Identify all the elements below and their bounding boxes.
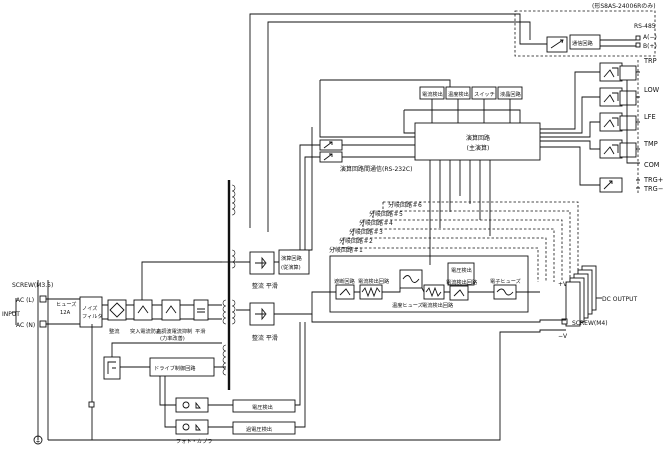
- terminal-b-icon: [635, 42, 641, 48]
- rect-smooth-mid-label: 整流 平滑: [252, 334, 278, 342]
- label-trp: TRP: [643, 57, 657, 65]
- inrush-label: 突入電流防止: [130, 327, 161, 335]
- bridge-rectifier-box: [107, 299, 127, 321]
- input-label: INPUT: [2, 311, 20, 318]
- current-detect-box-3: [449, 285, 469, 301]
- inter-comm-opto-1: [319, 139, 343, 151]
- inter-comm-opto-2: [319, 151, 343, 163]
- lcd-label: 液晶回路: [500, 90, 522, 98]
- ground-node-icon: [88, 401, 95, 408]
- sub-calc-sub-label: (従演算): [281, 263, 301, 271]
- current-detect-circuit3-label: 電流検出回路: [446, 278, 478, 286]
- branch1-box: [329, 255, 529, 313]
- comm-circuit-box: [569, 34, 601, 50]
- harmonic-box: [161, 299, 181, 321]
- noise-filter-label-1: ノイズ: [82, 304, 97, 312]
- inter-comm-label: 演算回路間通信(RS-232C): [340, 165, 412, 173]
- terminal-a-icon: [635, 35, 641, 41]
- screw-m4-label: SCREW(M4): [572, 320, 608, 327]
- elec-fuse-label: 電子ヒューズ: [490, 277, 521, 285]
- rectify-label: 整流: [109, 327, 119, 335]
- label-low: LOW: [644, 86, 660, 94]
- inrush-box: [133, 299, 153, 321]
- gate-circuit-label: 遮断回路: [334, 277, 356, 285]
- voltage-detect-box: [447, 262, 475, 286]
- relay-low: [599, 87, 637, 107]
- ground-icon: [33, 435, 43, 445]
- dc-output-connectors: [565, 265, 597, 327]
- photo-coupler-label: フォト・カプラ: [176, 438, 212, 445]
- voltage-detect2-label: 電圧検出: [252, 403, 273, 411]
- fuse-label: ヒューズ: [56, 300, 77, 308]
- screw-m4-icon: [561, 318, 568, 325]
- temp-fuse-label: 温度ヒューズ: [392, 301, 423, 309]
- terminal-a-label: A(−): [643, 34, 657, 41]
- ac-n-label: AC (N): [16, 322, 35, 329]
- sub-calc-label: 演算回路: [281, 254, 303, 262]
- label-trg-minus: TRG−: [643, 185, 663, 193]
- smooth-box: [193, 299, 209, 321]
- current-detect-circuit2-label: 電流検出回路: [422, 301, 454, 309]
- noise-filter-box: [79, 296, 103, 328]
- harmonic-label-1: 高調波電流抑制: [156, 327, 192, 335]
- gate-circuit-box: [335, 284, 355, 300]
- relay-trp: [599, 62, 637, 82]
- trg-optocoupler: [599, 177, 623, 193]
- main-calc-label: 演算回路: [466, 134, 490, 142]
- fuse-rating-label: 12A: [60, 310, 71, 316]
- comm-circuit-label: 通信回路: [572, 39, 594, 47]
- rect-smooth-top-label: 整流 平滑: [252, 282, 278, 290]
- ac-n-terminal-icon: [39, 320, 47, 328]
- branch2-label: 分岐回路＃2: [339, 237, 373, 245]
- overvoltage-detect-box: [232, 421, 296, 435]
- relay-lfe: [599, 112, 637, 132]
- label-trg-plus: TRG+: [643, 176, 663, 184]
- main-calc-sub-label: (主演算): [467, 144, 490, 152]
- branch3-label: 分岐回路＃3: [349, 228, 383, 236]
- sub-calc-box: [278, 249, 310, 275]
- terminal-b-label: B(+): [643, 43, 657, 50]
- switch-label: スイッチ: [474, 91, 495, 98]
- rs485-label: RS-485: [634, 23, 656, 30]
- label-tmp: TMP: [643, 140, 658, 148]
- overvoltage-detect-label: 過電圧検出: [246, 425, 272, 433]
- photo-coupler-2: [175, 419, 209, 435]
- branch5-label: 分岐回路＃5: [369, 210, 403, 218]
- voltage-detect-label: 電圧検出: [451, 266, 472, 274]
- ground-symbol: ⏚: [35, 438, 41, 445]
- branch4-label: 分岐回路＃4: [359, 219, 393, 227]
- plus-v-label: +V: [558, 281, 568, 288]
- current-detect-circuit-label: 電流検出回路: [358, 277, 390, 285]
- current-detect-label: 電流検出: [422, 90, 443, 98]
- screw-m35-label: SCREW(M3.5): [12, 282, 53, 289]
- minus-v-label: −V: [558, 333, 568, 340]
- voltage-detect2-box: [232, 399, 296, 413]
- harmonic-label-2: (力率改善): [160, 334, 185, 342]
- photo-coupler-1: [175, 397, 209, 413]
- branch1-label: 分岐回路＃1: [329, 246, 363, 254]
- branch6-label: 分岐回路＃6: [388, 201, 422, 209]
- drive-control-label: ドライブ制御回路: [154, 364, 196, 372]
- label-com: COM: [644, 161, 660, 169]
- relay-tmp: [599, 139, 637, 159]
- dc-output-label: DC OUTPUT: [602, 296, 638, 303]
- ac-l-terminal-icon: [39, 295, 47, 303]
- ac-l-label: AC (L): [16, 297, 34, 304]
- label-lfe: LFE: [644, 113, 656, 121]
- temp-detect-label: 温度検出: [448, 90, 469, 98]
- rs485-note: (形S8AS-24006Rのみ): [592, 2, 656, 10]
- noise-filter-label-2: フィルタ: [82, 312, 103, 320]
- smooth-label: 平滑: [195, 327, 205, 335]
- main-calc-box: [414, 122, 541, 161]
